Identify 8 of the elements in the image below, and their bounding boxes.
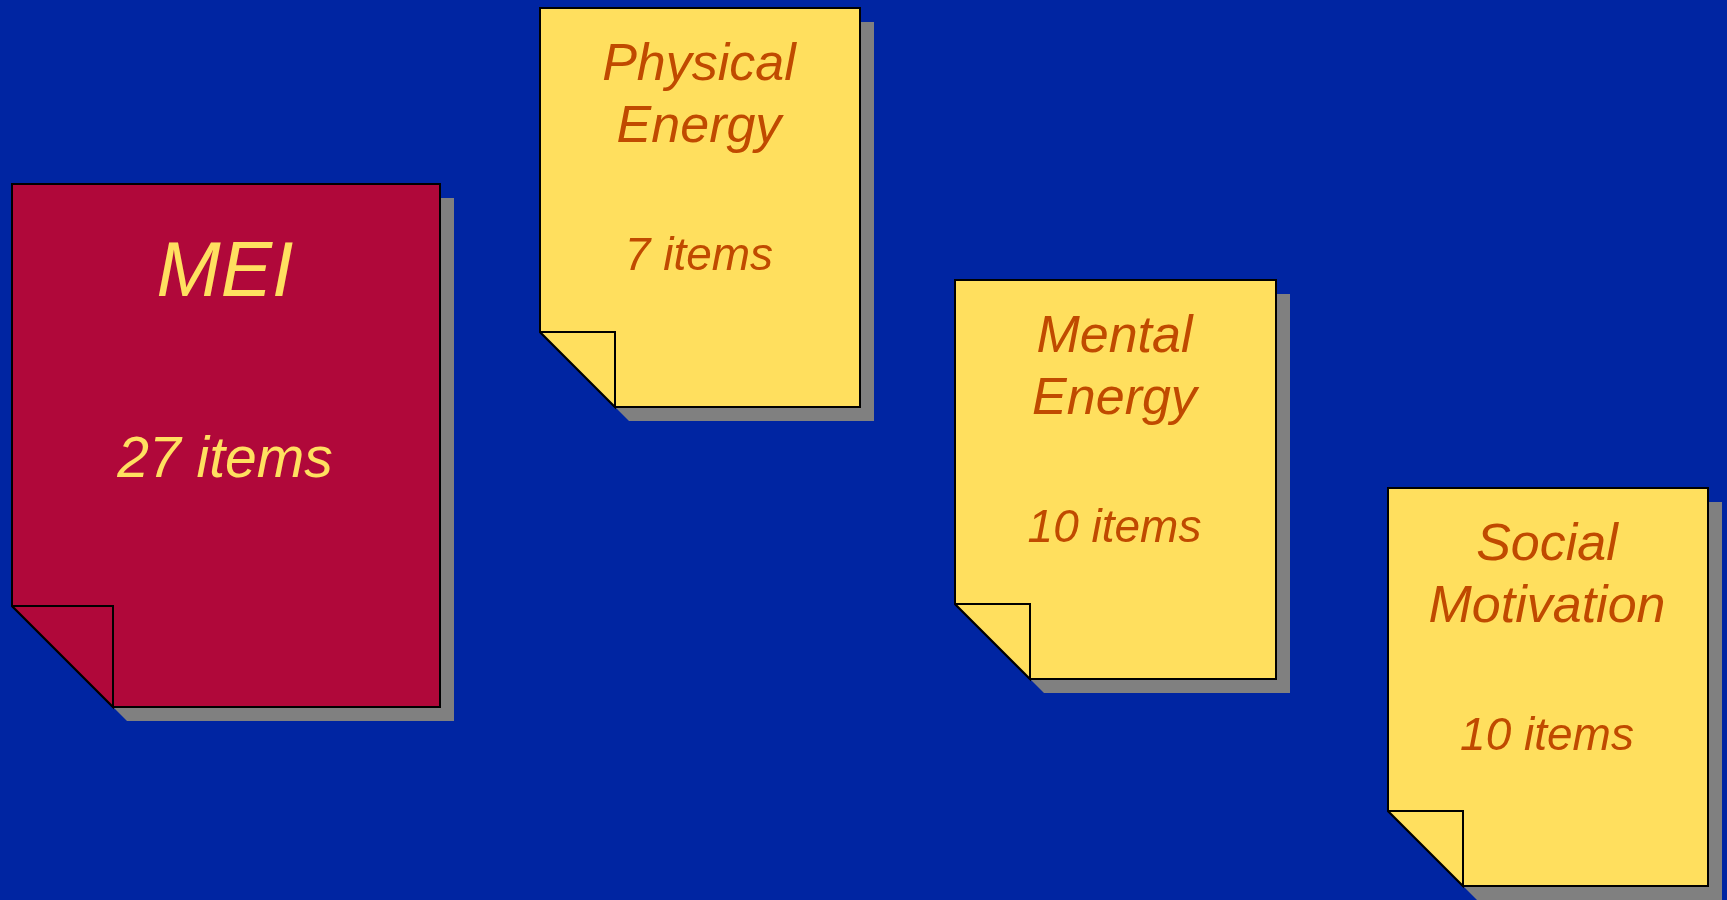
item-count: 10 items — [1026, 499, 1203, 554]
item-count: 27 items — [116, 424, 334, 491]
card-title: Mental Energy — [1031, 304, 1200, 428]
card-title: Physical Energy — [601, 32, 798, 156]
item-count: 7 items — [623, 227, 775, 282]
item-count: 10 items — [1459, 707, 1635, 762]
card-title: Social Motivation — [1427, 512, 1667, 636]
card-title: MEI — [155, 225, 295, 314]
